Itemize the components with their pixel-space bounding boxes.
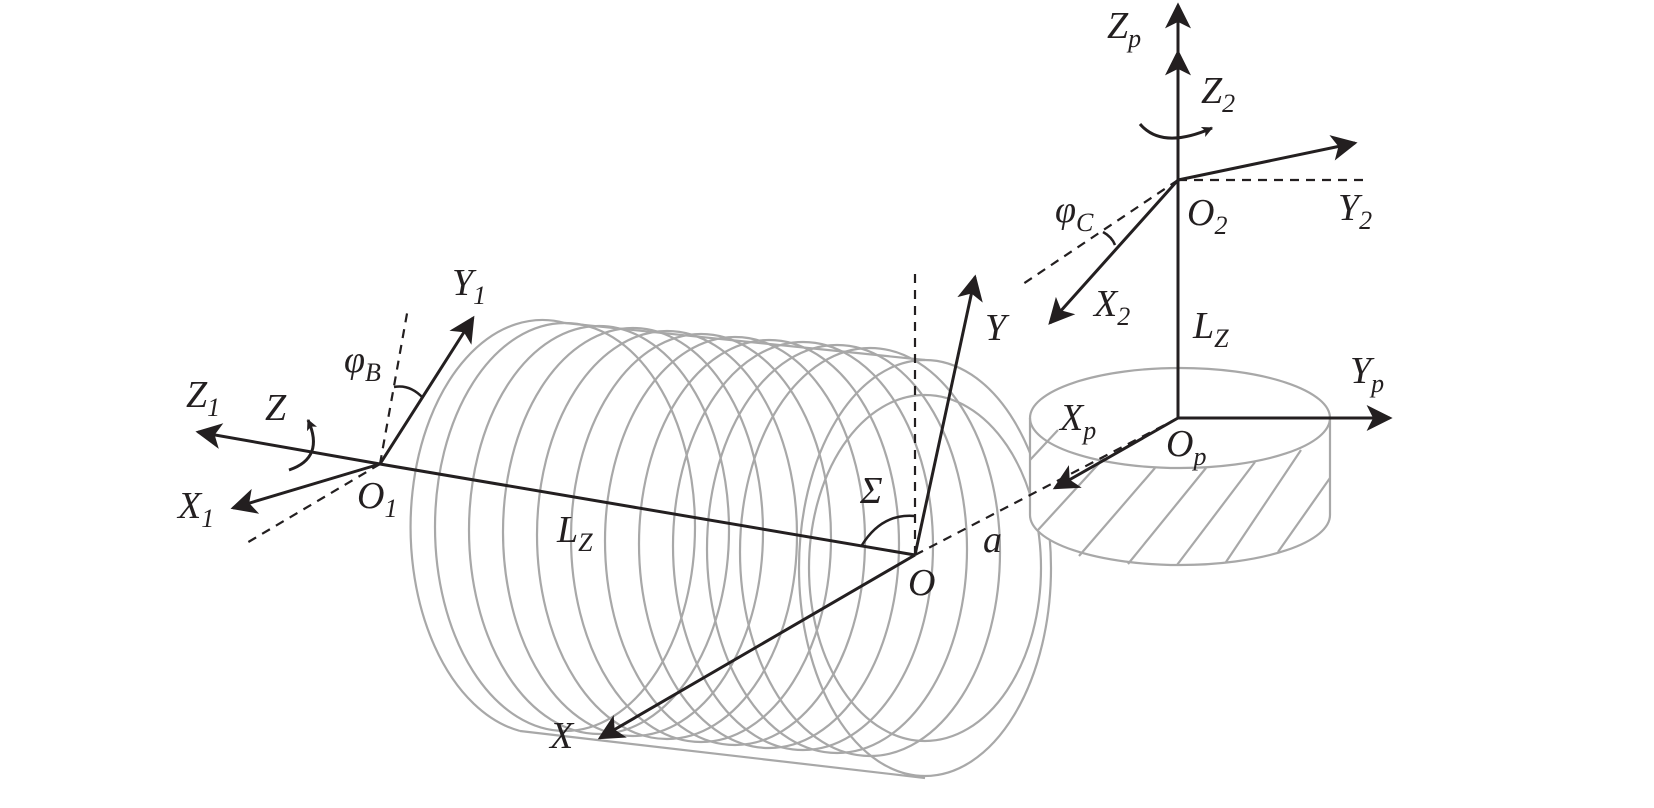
axes [195,2,1393,740]
line-lz-left [379,462,916,557]
label-y: Y [985,307,1010,349]
label-x1: X1 [176,485,214,533]
axis-y2 [1177,135,1358,182]
axis-y1 [378,315,475,465]
labels: Zp Z2 O2 Y2 φC X2 LZ Yp Xp Op Y1 φB Z1 Z… [176,5,1384,757]
angle-arc-phi-b [393,385,424,399]
label-zp: Zp [1107,5,1141,53]
worm-bottom-edge [519,729,926,780]
label-phi-b: φB [344,339,381,387]
angle-arcs [288,122,1214,546]
axis-z1 [195,423,381,466]
axis-x2 [1048,178,1180,325]
label-lz-right: LZ [1192,305,1229,353]
gear-bottom-edge [1028,514,1332,567]
label-y2: Y2 [1338,187,1372,235]
label-yp: Yp [1350,350,1384,398]
label-sigma: Σ [859,470,883,512]
label-a: a [983,519,1002,561]
label-op: Op [1166,423,1206,471]
axis-xp [1052,416,1179,490]
label-z: Z [265,387,287,429]
axis-x1 [230,462,381,514]
label-z2: Z2 [1201,70,1235,118]
angle-arc-phi-c [1102,230,1117,246]
label-xp: Xp [1058,397,1096,445]
label-phi-c: φC [1055,189,1094,237]
label-y1: Y1 [452,262,486,310]
worm-thread-rings [433,321,1053,778]
dashed-reference-lines [244,178,1365,556]
worm-cylinder [409,318,1053,780]
label-x: X [548,715,575,757]
label-o1: O1 [357,475,397,523]
label-o: O [908,562,935,604]
rotation-arrow-z [288,418,318,472]
label-lz-left: LZ [556,509,593,557]
angle-arc-sigma [860,514,916,546]
label-o2: O2 [1187,192,1227,240]
axis-x [597,553,916,740]
axis-y [913,274,983,556]
worm-left-end [409,318,566,733]
gear-hatching [1029,429,1331,566]
label-x2: X2 [1092,283,1130,331]
rotation-arrow-z2 [1138,122,1214,140]
gear-workpiece [1028,366,1332,567]
label-z1: Z1 [186,374,220,422]
